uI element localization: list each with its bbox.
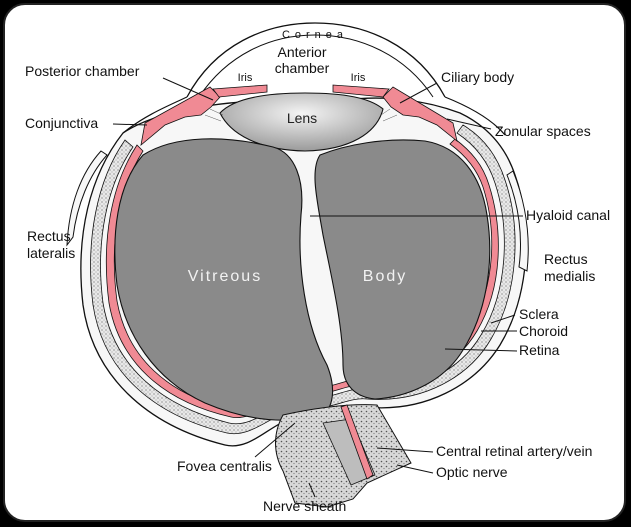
label-cornea: Cornea xyxy=(282,29,348,41)
label-choroid: Choroid xyxy=(519,323,568,339)
label-anterior-chamber-1: Anterior xyxy=(277,44,326,60)
label-body: Body xyxy=(363,268,407,285)
label-anterior-chamber-2: chamber xyxy=(275,60,330,76)
label-fovea-centralis: Fovea centralis xyxy=(177,458,272,474)
label-rectus-lateralis-2: lateralis xyxy=(27,245,75,261)
label-hyaloid-canal: Hyaloid canal xyxy=(526,207,610,223)
label-retina: Retina xyxy=(519,342,560,358)
label-nerve-sheath: Nerve sheath xyxy=(263,498,346,514)
eye-diagram: Cornea Anterior chamber Iris Iris Lens P… xyxy=(5,5,626,522)
label-optic-nerve: Optic nerve xyxy=(436,464,508,480)
diagram-frame: Cornea Anterior chamber Iris Iris Lens P… xyxy=(3,3,626,522)
label-rectus-medialis-1: Rectus xyxy=(544,251,588,267)
label-posterior-chamber: Posterior chamber xyxy=(25,63,140,79)
label-zonular-spaces: Zonular spaces xyxy=(495,123,591,139)
label-iris-right: Iris xyxy=(351,72,366,84)
label-rectus-lateralis-1: Rectus xyxy=(27,228,71,244)
label-vitreous: Vitreous xyxy=(188,268,262,285)
label-ciliary-body: Ciliary body xyxy=(441,69,514,85)
label-lens: Lens xyxy=(287,110,317,126)
label-central-retinal-artery: Central retinal artery/vein xyxy=(436,443,592,459)
label-conjunctiva: Conjunctiva xyxy=(25,115,98,131)
label-rectus-medialis-2: medialis xyxy=(544,268,595,284)
label-iris-left: Iris xyxy=(238,72,253,84)
iris-left xyxy=(213,85,267,97)
label-sclera: Sclera xyxy=(519,306,559,322)
